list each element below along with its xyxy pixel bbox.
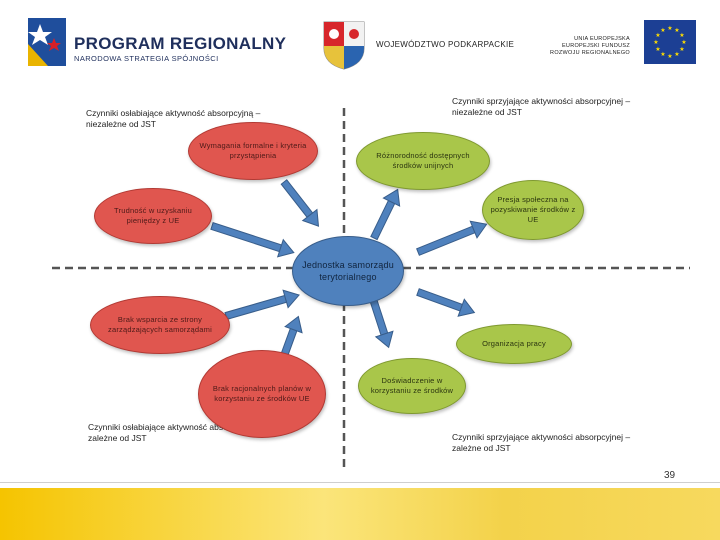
svg-text:★: ★ — [679, 32, 684, 39]
svg-text:★: ★ — [653, 39, 658, 46]
arrow-center-to-organizacja — [416, 288, 476, 317]
arrow-brak-planow-to-center — [280, 315, 303, 358]
eu-fund-text: UNIA EUROPEJSKA EUROPEJSKI FUNDUSZ ROZWO… — [530, 36, 630, 57]
program-logo-mark-icon — [28, 18, 66, 66]
program-regionalny-logo: PROGRAM REGIONALNY NARODOWA STRATEGIA SP… — [26, 14, 286, 74]
svg-text:★: ★ — [667, 53, 672, 60]
node-roznorodnosc: Różnorodność dostępnych środków unijnych — [356, 132, 490, 190]
eu-line: UNIA EUROPEJSKA — [574, 36, 630, 42]
svg-text:★: ★ — [655, 46, 660, 53]
eu-line: EUROPEJSKI FUNDUSZ — [561, 43, 630, 49]
arrow-center-to-roznorodnosc — [370, 188, 401, 241]
node-organizacja: Organizacja pracy — [456, 324, 572, 364]
arrow-trudnosc-to-center — [210, 222, 295, 258]
corner-label-bottom-right: Czynniki sprzyjające aktywności absorpcy… — [452, 432, 631, 453]
footer-band — [0, 488, 720, 540]
arrow-brak-wsparcia-to-center — [224, 289, 300, 320]
corner-label-top-left: Czynniki osłabiające aktywność absorpcyj… — [86, 108, 261, 129]
svg-text:★: ★ — [660, 51, 665, 58]
eu-line: ROZWOJU REGIONALNEGO — [550, 50, 630, 56]
arrow-wymagania-to-center — [280, 179, 320, 227]
region-name: WOJEWÓDZTWO PODKARPACKIE — [376, 40, 515, 49]
node-trudnosc: Trudność w uzyskaniu pieniędzy z UE — [94, 188, 212, 244]
svg-text:★: ★ — [655, 32, 660, 39]
svg-text:★: ★ — [681, 39, 686, 46]
podkarpackie-crest-icon — [322, 20, 366, 70]
program-subtitle: NARODOWA STRATEGIA SPÓJNOŚCI — [74, 54, 219, 63]
eu-flag-icon: ★ ★ ★ ★ ★ ★ ★ ★ ★ ★ ★ ★ — [644, 20, 696, 64]
node-presja: Presja społeczna na pozyskiwanie środków… — [482, 180, 584, 240]
corner-label-top-right: Czynniki sprzyjające aktywności absorpcy… — [452, 96, 631, 117]
footer-divider — [0, 482, 720, 483]
svg-text:★: ★ — [660, 27, 665, 34]
node-wymagania: Wymagania formalne i kryteria przystąpie… — [188, 122, 318, 180]
svg-text:★: ★ — [674, 51, 679, 58]
page-number: 39 — [664, 470, 676, 481]
svg-text:★: ★ — [679, 46, 684, 53]
program-title: PROGRAM REGIONALNY — [74, 34, 287, 53]
node-brak-wsparcia: Brak wsparcia ze strony zarządzających s… — [90, 296, 230, 354]
corner-label-bottom-left: Czynniki osłabiające aktywność absorpcyj… — [88, 422, 263, 443]
node-doswiadczenie: Doświadczenie w korzystaniu ze środków — [358, 358, 466, 414]
arrow-center-to-presja — [416, 220, 488, 256]
node-brak-planow: Brak racjonalnych planów w korzystaniu z… — [198, 350, 326, 438]
svg-text:★: ★ — [667, 25, 672, 32]
center-node: Jednostka samorządu terytorialnego — [292, 236, 404, 306]
svg-text:★: ★ — [674, 27, 679, 34]
